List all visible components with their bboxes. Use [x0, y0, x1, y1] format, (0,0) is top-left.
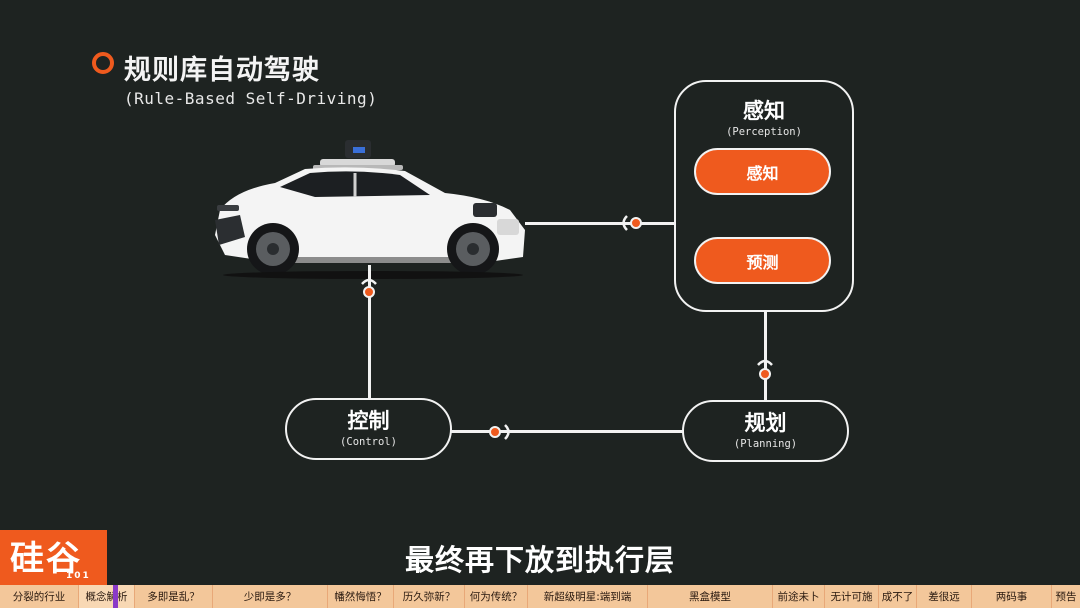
control-title: 控制: [347, 408, 390, 433]
planning-box: 规划 (Planning): [682, 400, 849, 462]
svg-text:硅谷: 硅谷: [10, 539, 82, 579]
chapter-item[interactable]: 概念解析: [79, 585, 135, 608]
channel-logo: 硅谷 101: [0, 530, 107, 585]
perception-sub-node: 感知: [694, 148, 831, 195]
perception-subtitle: (Perception): [726, 126, 802, 139]
chapter-progress-bar[interactable]: 分裂的行业 概念解析 多即是乱？ 少即是多？ 幡然悔悟？ 历久弥新？ 何为传统？…: [0, 585, 1080, 608]
chapter-item[interactable]: 预告: [1055, 591, 1077, 603]
chapter-item[interactable]: 无计可施: [825, 585, 879, 608]
page-title: 规则库自动驾驶: [124, 55, 320, 86]
chapter-item[interactable]: 差很远: [917, 585, 972, 608]
chapter-item[interactable]: 少即是多？: [213, 585, 328, 608]
arrow-right-icon: [504, 424, 510, 440]
perception-title: 感知: [743, 99, 785, 123]
chapter-item[interactable]: 何为传统？: [465, 585, 528, 608]
svg-text:101: 101: [66, 571, 91, 581]
video-caption: 最终再下放到执行层: [404, 543, 675, 577]
connector-dot: [363, 286, 375, 298]
page-subtitle: (Rule-Based Self-Driving): [124, 89, 378, 108]
chapter-item[interactable]: 幡然悔悟？: [328, 585, 394, 608]
prediction-sub-node: 预测: [694, 237, 831, 284]
self-driving-car-image: [215, 140, 525, 279]
chapter-item[interactable]: 前途未卜: [773, 585, 825, 608]
connector-dot: [630, 217, 642, 229]
control-box: 控制 (Control): [285, 398, 452, 460]
chapter-item[interactable]: 分裂的行业: [0, 585, 79, 608]
planning-subtitle: (Planning): [733, 438, 798, 451]
chapter-item[interactable]: 两码事: [972, 585, 1052, 608]
playhead-marker[interactable]: [113, 585, 118, 608]
connector-dot: [489, 426, 501, 438]
connector-dot: [759, 368, 771, 380]
chapter-item[interactable]: 成不了: [879, 585, 917, 608]
chapter-item[interactable]: 黑盒模型: [648, 585, 773, 608]
logo-mark: 硅谷 101: [10, 539, 91, 581]
chapter-item[interactable]: 新超级明星:端到端: [528, 585, 648, 608]
title-circle-icon: [92, 52, 114, 74]
planning-title: 规划: [744, 410, 787, 435]
chapter-item[interactable]: 历久弥新？: [394, 585, 465, 608]
arrow-up-icon: [757, 359, 773, 366]
control-subtitle: (Control): [340, 436, 397, 449]
arrow-up-icon: [361, 278, 377, 285]
chapter-item[interactable]: 多即是乱？: [135, 585, 213, 608]
arrow-left-icon: [622, 215, 628, 231]
